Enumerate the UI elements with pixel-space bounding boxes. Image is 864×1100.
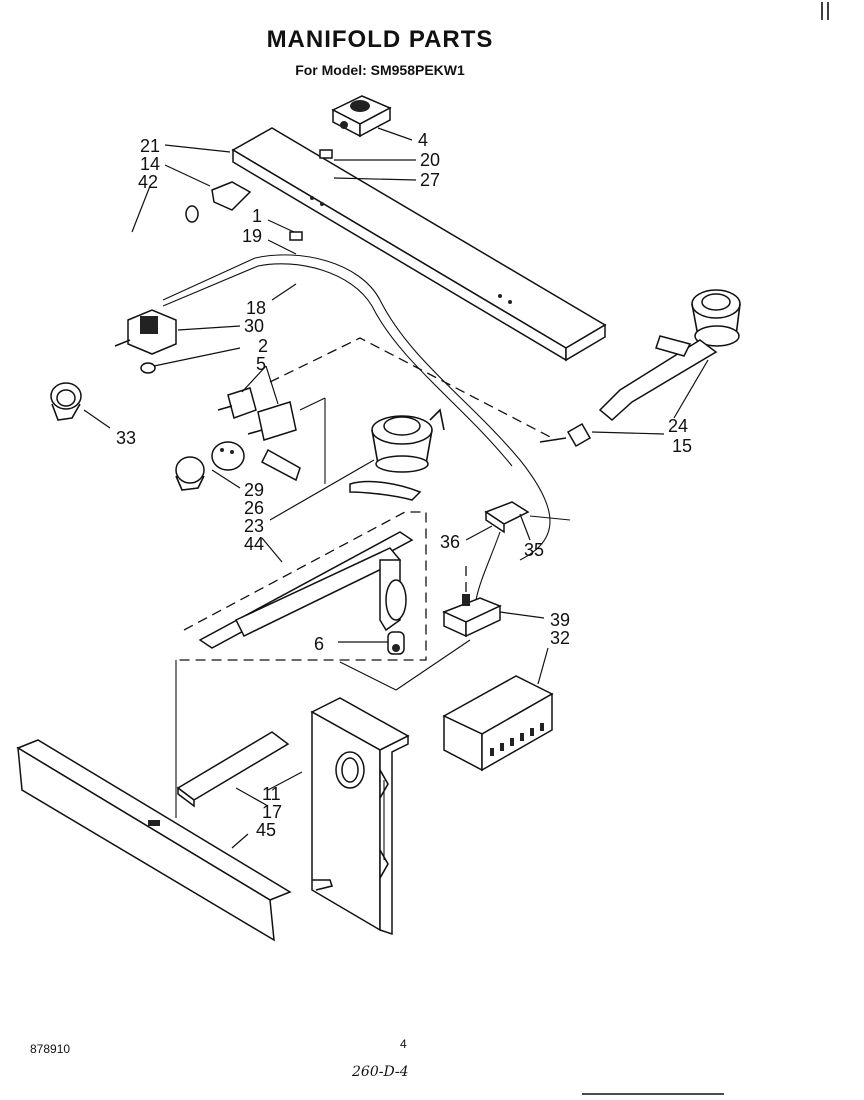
part-39-module xyxy=(442,566,502,638)
assembly-guide-line-1 xyxy=(269,337,557,441)
page-number: 4 xyxy=(400,1037,407,1051)
callout-4: 4 xyxy=(418,130,428,150)
callout-32: 32 xyxy=(550,628,570,648)
callout-21: 21 xyxy=(140,136,160,156)
callout-6: 6 xyxy=(314,634,324,654)
part-36-35-switch xyxy=(475,501,571,601)
part-1-drawing xyxy=(289,231,303,241)
part-4-drawing xyxy=(331,95,392,138)
part-15-orifice xyxy=(539,422,592,448)
callout-11: 11 xyxy=(262,784,281,804)
callout-45: 45 xyxy=(256,820,276,840)
part-30-valve xyxy=(114,309,177,355)
callout-29: 29 xyxy=(244,480,264,500)
part-42-manifold-pipe xyxy=(32,205,302,473)
callout-27: 27 xyxy=(420,170,440,190)
part-44-oven-burner xyxy=(175,511,471,818)
leader-lines xyxy=(83,127,709,849)
callout-labels: 21 14 42 4 20 27 1 19 18 30 2 5 33 29 26… xyxy=(116,130,692,840)
callout-15: 15 xyxy=(672,436,692,456)
callout-17: 17 xyxy=(262,802,282,822)
callout-39: 39 xyxy=(550,610,570,630)
part-21-bracket xyxy=(231,127,607,362)
callout-24: 24 xyxy=(668,416,688,436)
assembly-guide-line-2 xyxy=(299,397,326,484)
callout-30: 30 xyxy=(244,316,264,336)
callout-33: 33 xyxy=(116,428,136,448)
handwritten-note: 260-D-4 xyxy=(352,1064,409,1080)
callout-5: 5 xyxy=(256,354,266,374)
callout-20: 20 xyxy=(420,150,440,170)
callout-14: 14 xyxy=(140,154,160,174)
callout-44: 44 xyxy=(244,534,264,554)
part-5-valves xyxy=(217,387,297,441)
callout-26: 26 xyxy=(244,498,264,518)
part-14-clip xyxy=(211,181,252,211)
part-11-17-bracket xyxy=(176,731,290,808)
heat-shield-panel xyxy=(310,697,410,936)
part-24-burner xyxy=(598,289,741,421)
part-45-front-panel xyxy=(16,739,292,942)
part-33-knob xyxy=(50,382,82,421)
callout-35: 35 xyxy=(524,540,544,560)
callout-23: 23 xyxy=(244,516,264,536)
part-2-drawing xyxy=(140,362,156,374)
part-23-burner xyxy=(349,408,445,501)
callout-2: 2 xyxy=(258,336,268,356)
callout-42: 42 xyxy=(138,172,158,192)
model-subtitle: For Model: SM958PEKW1 xyxy=(295,62,465,78)
part-32-box xyxy=(442,675,554,772)
callout-1: 1 xyxy=(252,206,262,226)
callout-18: 18 xyxy=(246,298,266,318)
document-number: 878910 xyxy=(30,1042,71,1056)
page-title: MANIFOLD PARTS xyxy=(266,26,494,53)
part-29-26-knob xyxy=(175,441,245,491)
callout-19: 19 xyxy=(242,226,262,246)
callout-36: 36 xyxy=(440,532,460,552)
flat-strip xyxy=(261,448,301,482)
part-19-18-tubing xyxy=(162,254,551,561)
